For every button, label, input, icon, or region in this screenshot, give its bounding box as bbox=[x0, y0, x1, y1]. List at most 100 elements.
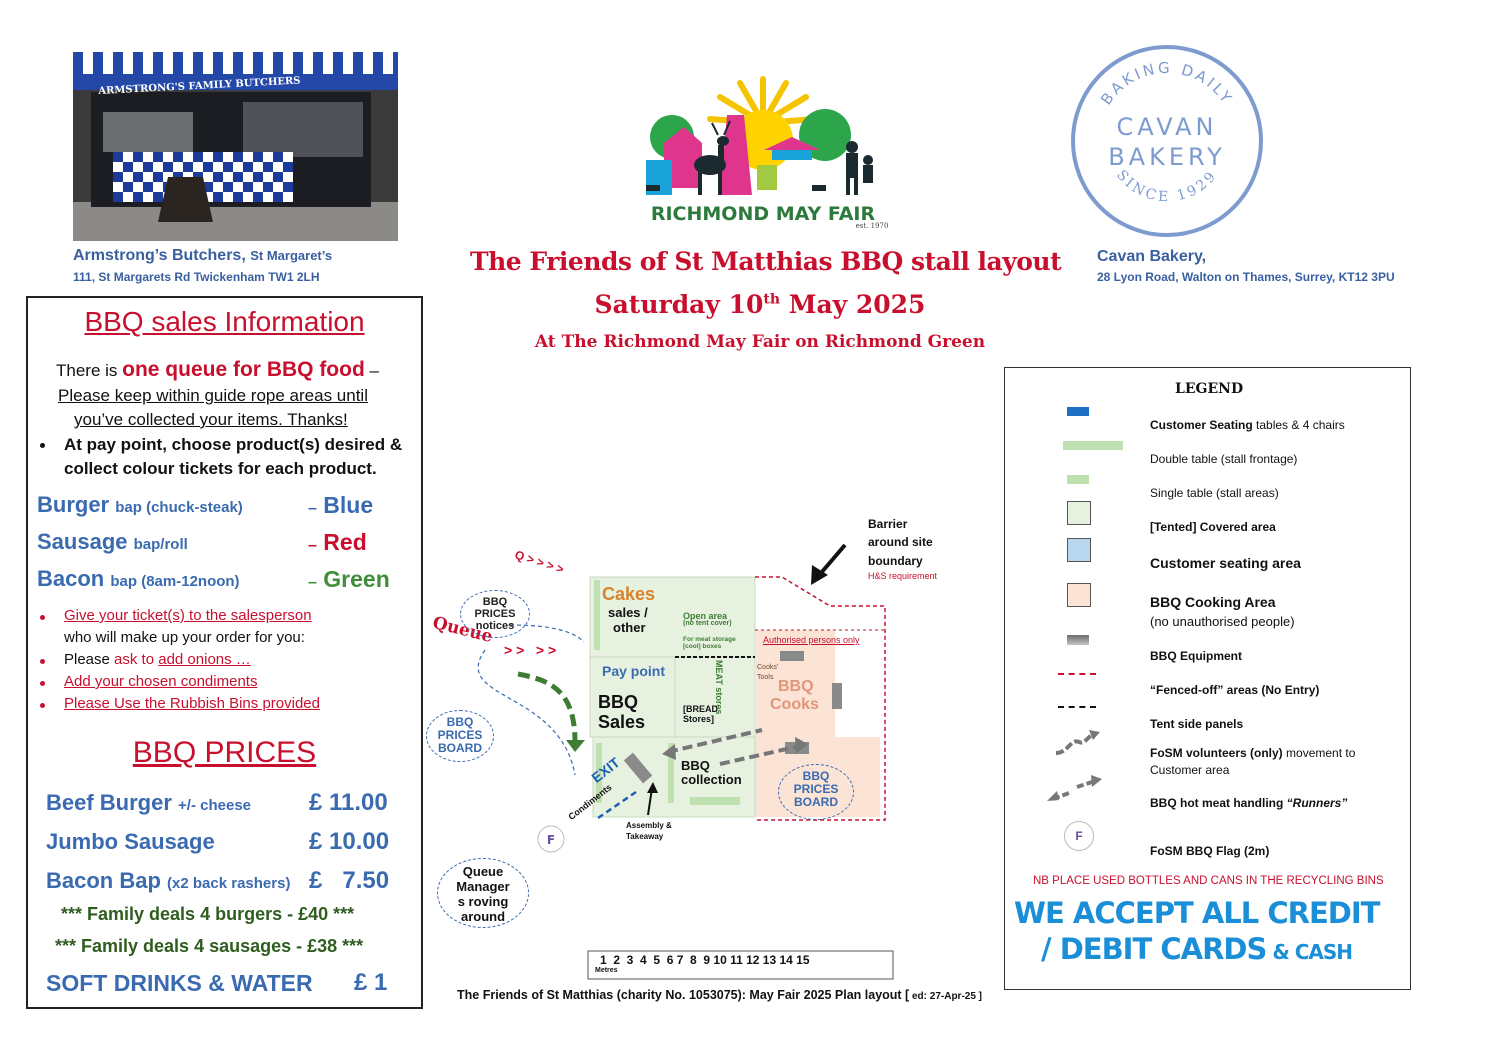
bbq-cooks-2: Cooks bbox=[770, 696, 819, 713]
legend-swatch-single-table bbox=[1067, 475, 1089, 484]
legend-flag-icon: F bbox=[1064, 821, 1094, 851]
family-deal-burgers: *** Family deals 4 burgers - £40 *** bbox=[61, 904, 355, 924]
bbq-sales-2: Sales bbox=[598, 712, 646, 732]
barrier-label-1: Barrier bbox=[868, 517, 908, 531]
cards-accepted-2: / DEBIT CARDS & CASH bbox=[1041, 932, 1353, 966]
butcher-name: Armstrong’s Butchers, St Margaret’s bbox=[73, 247, 333, 264]
legend-title: LEGEND bbox=[1175, 381, 1244, 397]
bullet-dot bbox=[40, 443, 45, 448]
price-beef-burger: Beef Burger +/- cheese bbox=[46, 790, 252, 815]
bullet-dot bbox=[40, 659, 45, 664]
legend-covered: [Tented] Covered area bbox=[1150, 520, 1276, 534]
meat-storage-2: [cool] boxes bbox=[683, 643, 722, 650]
legend-flag: FoSM BBQ Flag (2m) bbox=[1150, 844, 1270, 858]
product-sausage-colour: – Red bbox=[308, 529, 367, 555]
bullet-give-ticket: Give your ticket(s) to the salesperson bbox=[64, 607, 312, 624]
page-title: The Friends of St Matthias BBQ stall lay… bbox=[470, 247, 1062, 276]
legend-cooking: BBQ Cooking Area bbox=[1150, 594, 1276, 610]
stall-layout-map: F Barrier around site boundary H&S requi… bbox=[420, 500, 980, 980]
bread-stores-2: Stores] bbox=[683, 714, 715, 724]
meat-storage-1: For meat storage bbox=[683, 636, 736, 643]
product-burger-colour: – Blue bbox=[308, 492, 374, 518]
legend-fenced: “Fenced-off” areas (No Entry) bbox=[1150, 683, 1320, 697]
paypoint-note-1: At pay point, choose product(s) desired … bbox=[64, 435, 403, 454]
legend-volunteers-sub: Customer area bbox=[1150, 763, 1230, 777]
svg-text:SINCE 1929: SINCE 1929 bbox=[1113, 167, 1221, 205]
authorised-only: Authorised persons only bbox=[763, 635, 860, 645]
legend-tent-panels: Tent side panels bbox=[1150, 717, 1244, 731]
legend-runner-arrow-icon bbox=[1045, 773, 1105, 803]
barrier-requirement: H&S requirement bbox=[868, 571, 938, 581]
footer-note: The Friends of St Matthias (charity No. … bbox=[457, 988, 983, 1002]
prices-heading: BBQ PRICES bbox=[132, 736, 317, 769]
open-area-1: Open area bbox=[683, 611, 728, 621]
legend-double-table: Double table (stall frontage) bbox=[1150, 452, 1298, 466]
bbq-sales-1: BBQ bbox=[598, 692, 638, 712]
product-sausage: Sausage bap/roll bbox=[37, 529, 188, 554]
fair-logo-text: RICHMOND MAY FAIR bbox=[651, 203, 876, 225]
cakes-sub-1: sales / bbox=[608, 605, 648, 620]
bullet-dot bbox=[40, 681, 45, 686]
bakery-name: Cavan Bakery, bbox=[1097, 248, 1207, 265]
barrier-label-2: around site bbox=[868, 535, 933, 549]
legend-cooking-sub: (no unauthorised people) bbox=[1150, 614, 1295, 629]
scale-bar-numbers: 1 2 3 4 5 6 7 8 9 10 11 12 13 14 15 bbox=[600, 953, 810, 967]
price-bacon-bap-value: £ 7.50 bbox=[309, 867, 390, 894]
legend-single-table: Single table (stall areas) bbox=[1150, 486, 1279, 500]
legend-swatch-seating bbox=[1067, 407, 1089, 416]
open-area-2: (no tent cover) bbox=[683, 620, 732, 627]
queue-note: There is one queue for BBQ food – bbox=[56, 358, 379, 381]
info-heading: BBQ sales Information bbox=[84, 306, 365, 337]
bullet-dot bbox=[40, 703, 45, 708]
product-bacon: Bacon bap (8am-12noon) bbox=[37, 566, 240, 591]
legend-seating: Customer Seating tables & 4 chairs bbox=[1150, 418, 1345, 432]
rope-note-2: you’ve collected your items. Thanks! bbox=[74, 410, 348, 429]
assembly-1: Assembly & bbox=[626, 821, 672, 830]
cakes-label: Cakes bbox=[602, 584, 656, 604]
legend-swatch-tent-panels bbox=[1058, 706, 1096, 708]
legend-runners: BBQ hot meat handling “Runners” bbox=[1150, 796, 1348, 810]
legend-swatch-fenced bbox=[1058, 673, 1096, 675]
butcher-shop-photo: ARMSTRONG'S FAMILY BUTCHERS bbox=[73, 52, 398, 241]
cavan-bakery-seal: BAKING DAILY CAVAN BAKERY SINCE 1929 bbox=[1069, 43, 1265, 239]
family-deal-sausages: *** Family deals 4 sausages - £38 *** bbox=[55, 936, 364, 956]
legend-equipment: BBQ Equipment bbox=[1150, 649, 1242, 663]
cooks-tools-2: Tools bbox=[757, 674, 774, 681]
soft-drinks-price: £ 1 bbox=[354, 969, 388, 996]
bullet-condiments: Add your chosen condiments bbox=[64, 673, 258, 690]
bullet-rubbish: Please Use the Rubbish Bins provided bbox=[64, 695, 320, 712]
legend-volunteer-arrow-icon bbox=[1053, 728, 1103, 758]
legend-customer-area: Customer seating area bbox=[1150, 555, 1301, 571]
price-jumbo-sausage: Jumbo Sausage bbox=[46, 829, 215, 854]
bullet-give-ticket-2: who will make up your order for you: bbox=[64, 629, 305, 646]
product-burger: Burger bap (chuck-steak) bbox=[37, 492, 243, 517]
bullet-onions: Please ask to add onions … bbox=[64, 651, 251, 668]
fair-logo-est: est. 1970 bbox=[856, 222, 889, 230]
bakery-seal-bottom: SINCE 1929 bbox=[1113, 167, 1218, 205]
cakes-sub-2: other bbox=[613, 620, 646, 635]
pay-point-label: Pay point bbox=[602, 663, 666, 679]
assembly-2: Takeaway bbox=[626, 832, 664, 841]
recycling-note: NB PLACE USED BOTTLES AND CANS IN THE RE… bbox=[1033, 875, 1384, 887]
queue-arrows: > > > > bbox=[504, 642, 557, 658]
svg-text:BAKING DAILY: BAKING DAILY bbox=[1097, 59, 1237, 108]
legend-box: LEGEND Customer Seating tables & 4 chair… bbox=[1004, 367, 1411, 990]
bakery-seal-line1: CAVAN bbox=[1117, 113, 1218, 141]
legend-swatch-double-table bbox=[1063, 441, 1123, 450]
product-bacon-colour: – Green bbox=[308, 566, 390, 592]
bakery-seal-top: BAKING DAILY bbox=[1097, 59, 1234, 108]
bread-stores-1: [BREAD bbox=[683, 704, 718, 714]
price-jumbo-sausage-value: £ 10.00 bbox=[309, 828, 390, 855]
bullet-dot bbox=[40, 615, 45, 620]
bakery-seal-line2: BAKERY bbox=[1108, 143, 1226, 171]
legend-swatch-covered bbox=[1067, 501, 1091, 525]
bbq-collection-2: collection bbox=[681, 772, 742, 787]
scale-bar-unit: Metres bbox=[595, 967, 618, 974]
legend-swatch-cooking bbox=[1067, 583, 1091, 607]
bbq-cooks-1: BBQ bbox=[778, 678, 814, 695]
bbq-sales-info-box: BBQ sales Information There is one queue… bbox=[26, 296, 423, 1009]
barrier-label-3: boundary bbox=[868, 554, 923, 568]
bakery-address: 28 Lyon Road, Walton on Thames, Surrey, … bbox=[1097, 270, 1395, 284]
price-beef-burger-value: £ 11.00 bbox=[309, 789, 388, 816]
